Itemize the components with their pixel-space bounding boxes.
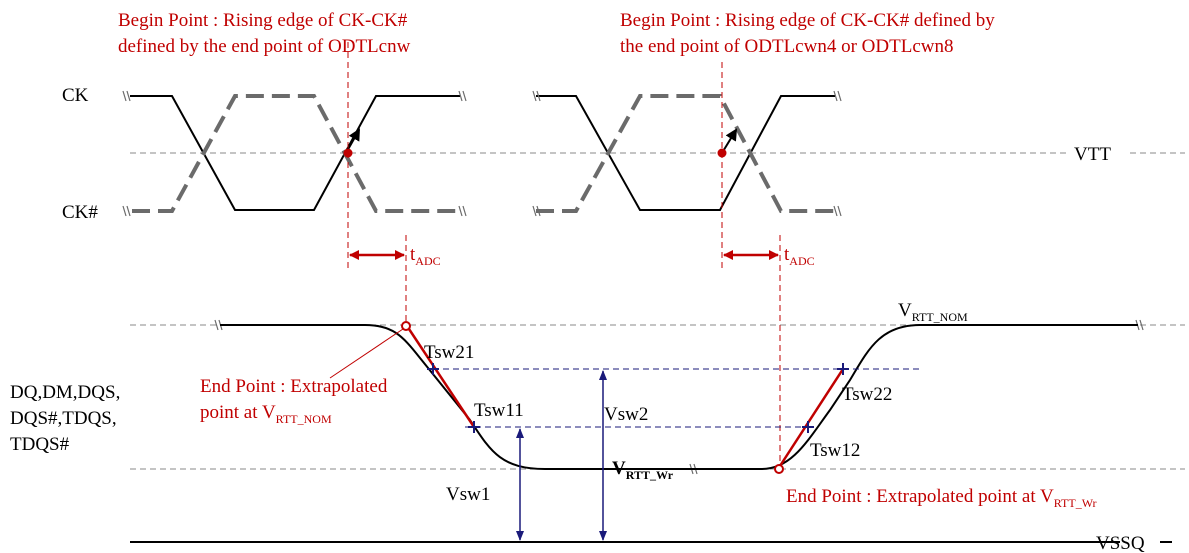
tsw12-label: Tsw12 bbox=[810, 440, 860, 461]
begin-point-right-line1: Begin Point : Rising edge of CK-CK# defi… bbox=[620, 10, 995, 31]
dq-label-line1: DQ,DM,DQS, bbox=[10, 382, 120, 403]
extrapolation-line-rising bbox=[776, 368, 845, 470]
end-point-marker-right bbox=[774, 464, 784, 474]
tadc-label-right: tADC bbox=[784, 244, 815, 268]
dq-label-line3: TDQS# bbox=[10, 434, 70, 455]
ck-waveform-right bbox=[536, 95, 835, 211]
ck-bar-waveform-right bbox=[536, 94, 835, 213]
vtt-label: VTT bbox=[1074, 144, 1111, 165]
ck-bar-waveform-left bbox=[132, 94, 460, 213]
begin-point-left-line1: Begin Point : Rising edge of CK-CK# bbox=[118, 10, 408, 31]
end-point-marker-left bbox=[401, 321, 411, 331]
ck-waveform-left bbox=[130, 95, 460, 211]
vssq-label-background bbox=[1120, 530, 1160, 552]
tsw21-label: Tsw21 bbox=[424, 342, 474, 363]
crossing-point-right bbox=[717, 148, 727, 158]
tsw11-label: Tsw11 bbox=[474, 400, 524, 421]
extrapolation-line-falling bbox=[405, 325, 476, 428]
ck-label: CK bbox=[62, 85, 89, 106]
begin-point-right-line2: the end point of ODTLcwn4 or ODTLcwn8 bbox=[620, 36, 953, 57]
crossing-point-left bbox=[343, 148, 353, 158]
vsw1-label: Vsw1 bbox=[446, 484, 490, 505]
break-marks bbox=[122, 90, 1144, 475]
vrtt-wr-label: VRTT_Wr bbox=[612, 458, 674, 482]
end-point-right: End Point : Extrapolated point at VRTT_W… bbox=[786, 486, 1097, 510]
dq-label-line2: DQS#,TDQS, bbox=[10, 408, 117, 429]
begin-point-left-line2: defined by the end point of ODTLcnw bbox=[118, 36, 411, 57]
tsw22-label: Tsw22 bbox=[842, 384, 892, 405]
dq-waveform bbox=[220, 324, 1138, 470]
tsw-markers bbox=[427, 363, 849, 433]
vsw2-label: Vsw2 bbox=[604, 404, 648, 425]
vssq-label: VSSQ bbox=[1096, 533, 1145, 553]
vrtt-nom-label: VRTT_NOM bbox=[898, 300, 968, 324]
ck-bar-label: CK# bbox=[62, 202, 98, 223]
tadc-label-left: tADC bbox=[410, 244, 441, 268]
end-point-left-line1: End Point : Extrapolated bbox=[200, 376, 388, 397]
end-point-leader-left bbox=[329, 328, 404, 379]
vtt-label-background bbox=[1070, 141, 1128, 165]
end-point-left-line2: point at VRTT_NOM bbox=[200, 402, 332, 426]
